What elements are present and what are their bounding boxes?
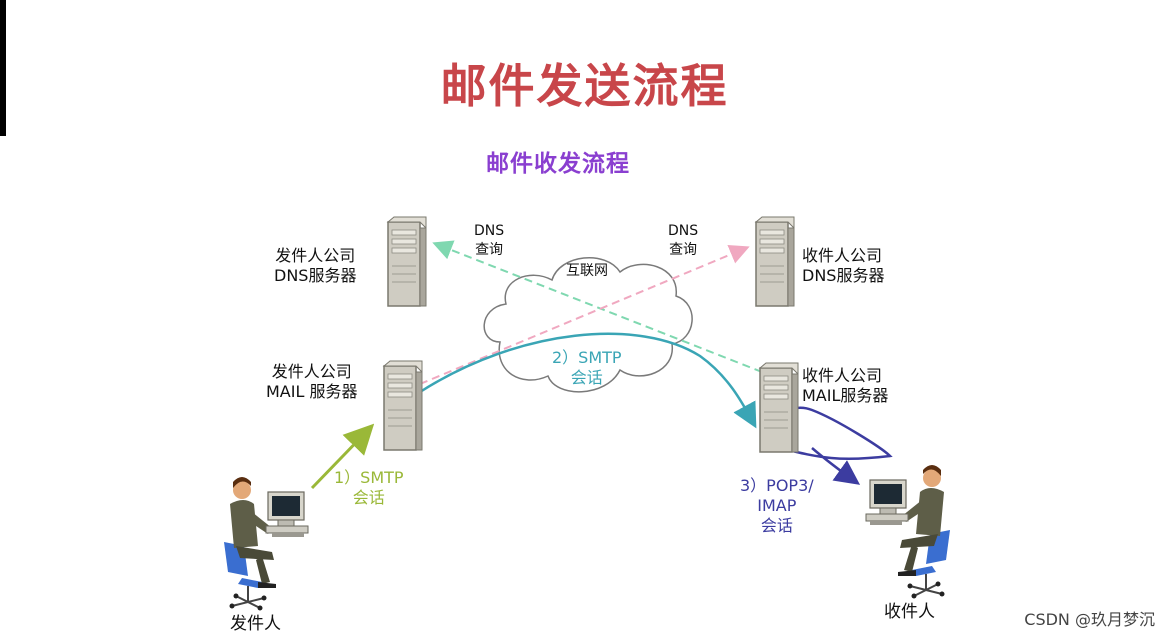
step1-label: 1）SMTP 会话 <box>334 468 404 508</box>
sender-mail-label-line1: 发件人公司 <box>271 362 352 381</box>
step3-label-line1: 3）POP3/ <box>740 476 814 495</box>
receiver-label: 收件人 <box>884 602 935 622</box>
step3-label: 3）POP3/ IMAP 会话 <box>740 476 814 536</box>
receiver-dns-server-icon <box>755 216 795 307</box>
receiver-dns-label: 收件人公司 DNS服务器 <box>802 246 884 286</box>
receiver-person-icon <box>865 464 951 600</box>
dns-query-left-line1: DNS <box>474 223 505 239</box>
left-edge-bar <box>0 0 6 136</box>
sender-mail-label: 发件人公司 MAIL 服务器 <box>266 362 357 402</box>
dns-query-left-label: DNS 查询 <box>474 222 504 260</box>
receiver-mail-label-line2: MAIL服务器 <box>802 386 889 405</box>
receiver-mail-label: 收件人公司 MAIL服务器 <box>802 366 888 406</box>
sender-mail-label-line2: MAIL 服务器 <box>266 382 358 401</box>
step2-label: 2）SMTP 会话 <box>552 348 622 388</box>
smtp-step1-arrow <box>310 423 375 490</box>
dns-query-right-line <box>419 244 750 385</box>
step2-label-line1: 2）SMTP <box>552 348 622 367</box>
watermark: CSDN @玖月梦沉 <box>1024 610 1155 629</box>
receiver-mail-server-icon <box>759 362 799 453</box>
dns-query-right-line1: DNS <box>668 223 699 239</box>
dns-query-left-line <box>432 240 763 373</box>
step1-label-line1: 1）SMTP <box>334 468 404 487</box>
smtp-step2-arrow <box>419 332 757 429</box>
sender-dns-label-line2: DNS服务器 <box>274 266 357 285</box>
main-title: 邮件发送流程 <box>440 59 729 113</box>
receiver-dns-label-line2: DNS服务器 <box>802 266 885 285</box>
dns-query-right-label: DNS 查询 <box>668 222 698 260</box>
receiver-dns-label-line1: 收件人公司 <box>802 246 883 265</box>
sender-dns-server-icon <box>387 216 427 307</box>
internet-label: 互联网 <box>566 263 608 279</box>
diagram-subtitle: 邮件收发流程 <box>486 150 630 177</box>
dns-query-left-line2: 查询 <box>475 242 504 258</box>
step2-label-line2: 会话 <box>570 368 603 387</box>
step3-label-line2: IMAP <box>757 496 797 515</box>
sender-dns-label-line1: 发件人公司 <box>275 246 356 265</box>
step1-label-line2: 会话 <box>352 488 385 507</box>
sender-dns-label: 发件人公司 DNS服务器 <box>274 246 356 286</box>
receiver-mail-label-line1: 收件人公司 <box>802 366 883 385</box>
sender-mail-server-icon <box>383 360 423 451</box>
dns-query-right-line2: 查询 <box>669 242 698 258</box>
step3-label-line3: 会话 <box>760 516 793 535</box>
sender-person-icon <box>223 476 309 612</box>
sender-label: 发件人 <box>230 614 281 634</box>
